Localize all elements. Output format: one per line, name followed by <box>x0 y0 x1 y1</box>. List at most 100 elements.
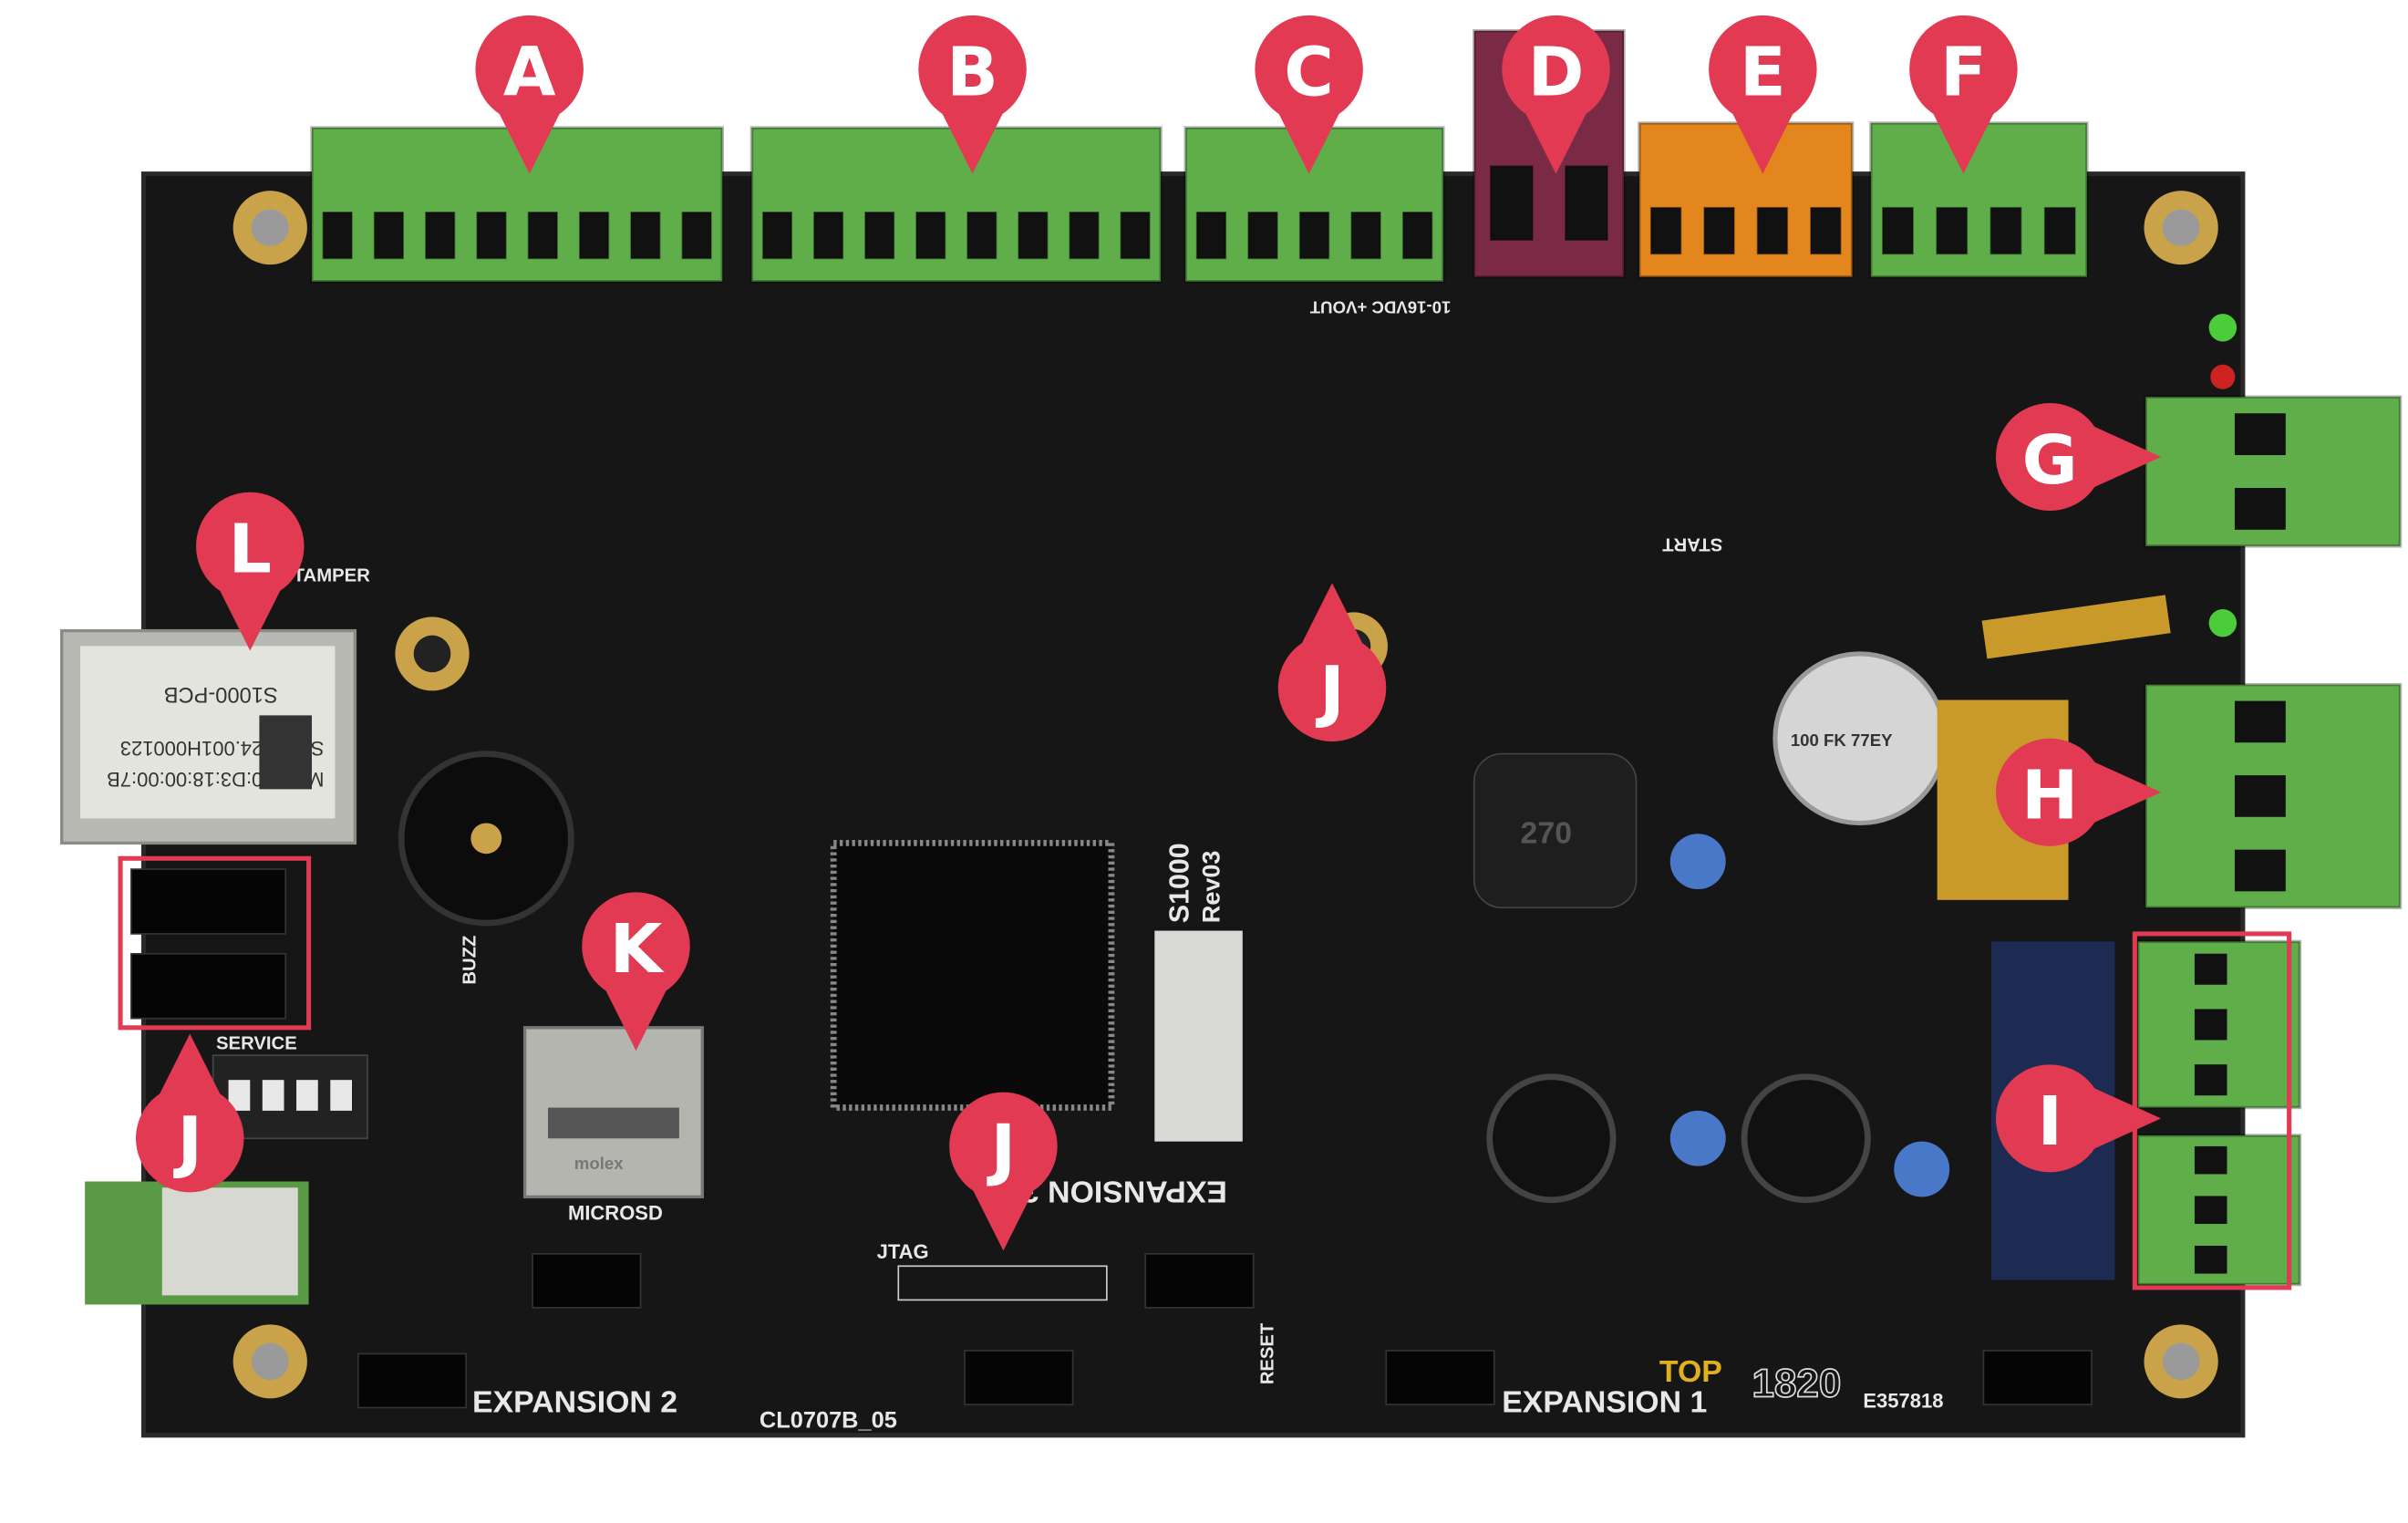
screw-terminal[interactable] <box>1350 211 1381 260</box>
microsd-slot[interactable] <box>522 1026 704 1199</box>
screw-terminal[interactable] <box>1298 211 1330 260</box>
highlight-box-left <box>118 855 312 1031</box>
screw-terminal[interactable] <box>1882 206 1914 255</box>
expansion-headers[interactable] <box>357 1252 2093 1409</box>
screw-terminal[interactable] <box>1565 165 1608 241</box>
screw-terminal[interactable] <box>761 211 793 260</box>
marker-pointer <box>1301 583 1363 645</box>
screw-terminal[interactable] <box>2194 1009 2227 1041</box>
screw-terminal[interactable] <box>2194 1245 2227 1274</box>
silk-service: SERVICE <box>216 1033 297 1053</box>
screw-terminal[interactable] <box>864 211 895 260</box>
screw-terminal[interactable] <box>1247 211 1278 260</box>
screw-terminal[interactable] <box>2194 953 2227 985</box>
marker-label: H <box>2021 756 2078 835</box>
marker-g: G <box>1995 402 2162 512</box>
marker-circle <box>475 15 584 123</box>
header-pins[interactable] <box>130 868 287 1020</box>
screw-terminal[interactable] <box>476 211 507 260</box>
marker-pointer <box>1932 112 1995 174</box>
screw-terminal[interactable] <box>322 211 353 260</box>
screw-terminal[interactable] <box>373 211 405 260</box>
screw-terminal[interactable] <box>2234 488 2286 530</box>
screw-terminal[interactable] <box>2234 775 2286 817</box>
screw-terminal[interactable] <box>1989 206 2022 255</box>
marker-pointer <box>605 989 667 1052</box>
screw-terminal[interactable] <box>1401 211 1433 260</box>
marker-label: C <box>1284 33 1334 112</box>
terminal-block-h[interactable] <box>2144 682 2403 909</box>
marker-j2: J <box>135 1033 244 1193</box>
screw-terminal[interactable] <box>2194 1064 2227 1096</box>
inductor <box>1473 752 1638 909</box>
terminal-block-i2[interactable] <box>2136 1134 2302 1287</box>
qr-code <box>259 715 312 790</box>
silk-top: TOP <box>1659 1354 1722 1389</box>
inductor-value: 270 <box>1521 815 1572 850</box>
marker-f: F <box>1909 15 2018 174</box>
terminal-block-e[interactable] <box>1638 121 1855 279</box>
screw-terminal[interactable] <box>425 211 456 260</box>
marker-circle <box>1995 402 2104 512</box>
marker-pointer <box>2093 1087 2162 1150</box>
fuse <box>1981 595 2171 659</box>
screw-terminal[interactable] <box>2234 849 2286 892</box>
screw-terminal[interactable] <box>1069 211 1100 260</box>
marker-pointer <box>2093 762 2162 824</box>
screw-terminal[interactable] <box>966 211 997 260</box>
marker-j1: J <box>1277 583 1387 742</box>
terminal-blocks <box>310 29 2403 1287</box>
marker-label: J <box>1315 651 1345 730</box>
marker-circle <box>1995 1064 2104 1173</box>
screw-terminal[interactable] <box>2194 1196 2227 1224</box>
marker-circle <box>949 1092 1058 1200</box>
screw-terminal[interactable] <box>2234 413 2286 456</box>
screw-terminal[interactable] <box>1703 206 1735 255</box>
marker-pointer <box>1524 112 1587 174</box>
screw-terminal[interactable] <box>2234 700 2286 743</box>
screw-terminal[interactable] <box>1756 206 1789 255</box>
marker-pointer <box>219 589 282 651</box>
silk-model: S1000 <box>1164 843 1195 923</box>
screw-terminal[interactable] <box>527 211 558 260</box>
screw-terminal[interactable] <box>630 211 661 260</box>
screw-terminal[interactable] <box>578 211 610 260</box>
screw-terminal[interactable] <box>1936 206 1969 255</box>
terminal-block-a[interactable] <box>310 126 724 284</box>
blank-label <box>1154 930 1243 1142</box>
marker-circle <box>1502 15 1610 123</box>
ethernet-jack[interactable]: MAC:00:D3:18:00:00:7B S/N:1824.001H00012… <box>60 628 357 845</box>
screw-terminal[interactable] <box>681 211 712 260</box>
screw-terminal[interactable] <box>2043 206 2076 255</box>
marker-label: L <box>229 510 272 589</box>
marker-circle <box>1709 15 1817 123</box>
marker-pointer <box>1731 112 1794 174</box>
terminal-block-i1[interactable] <box>2136 939 2302 1110</box>
marker-circle <box>196 492 305 600</box>
marker-h: H <box>1995 738 2162 846</box>
led-green <box>2208 314 2237 342</box>
terminal-block-g[interactable] <box>2144 395 2403 548</box>
marker-c: C <box>1255 15 1363 174</box>
screw-terminal[interactable] <box>1489 165 1534 241</box>
screw-terminal[interactable] <box>1649 206 1682 255</box>
screw-terminal[interactable] <box>1120 211 1151 260</box>
marker-label: D <box>1528 33 1585 112</box>
screw-terminal[interactable] <box>1018 211 1049 260</box>
inductor <box>1741 1073 1871 1204</box>
marker-e: E <box>1709 15 1817 174</box>
marker-a: A <box>475 15 584 174</box>
capacitor <box>1669 834 1726 890</box>
capacitor-value: 100 FK 77EY <box>1791 730 1893 750</box>
marker-j3: J <box>949 1092 1058 1251</box>
screw-terminal[interactable] <box>915 211 946 260</box>
terminal-block-b[interactable] <box>749 126 1163 284</box>
terminal-block-f[interactable] <box>1869 121 2089 279</box>
screw-terminal[interactable] <box>813 211 844 260</box>
marker-pointer <box>498 112 561 174</box>
screw-terminal[interactable] <box>2194 1145 2227 1175</box>
screw-terminal[interactable] <box>1810 206 1842 255</box>
screw-terminal[interactable] <box>1195 211 1227 260</box>
